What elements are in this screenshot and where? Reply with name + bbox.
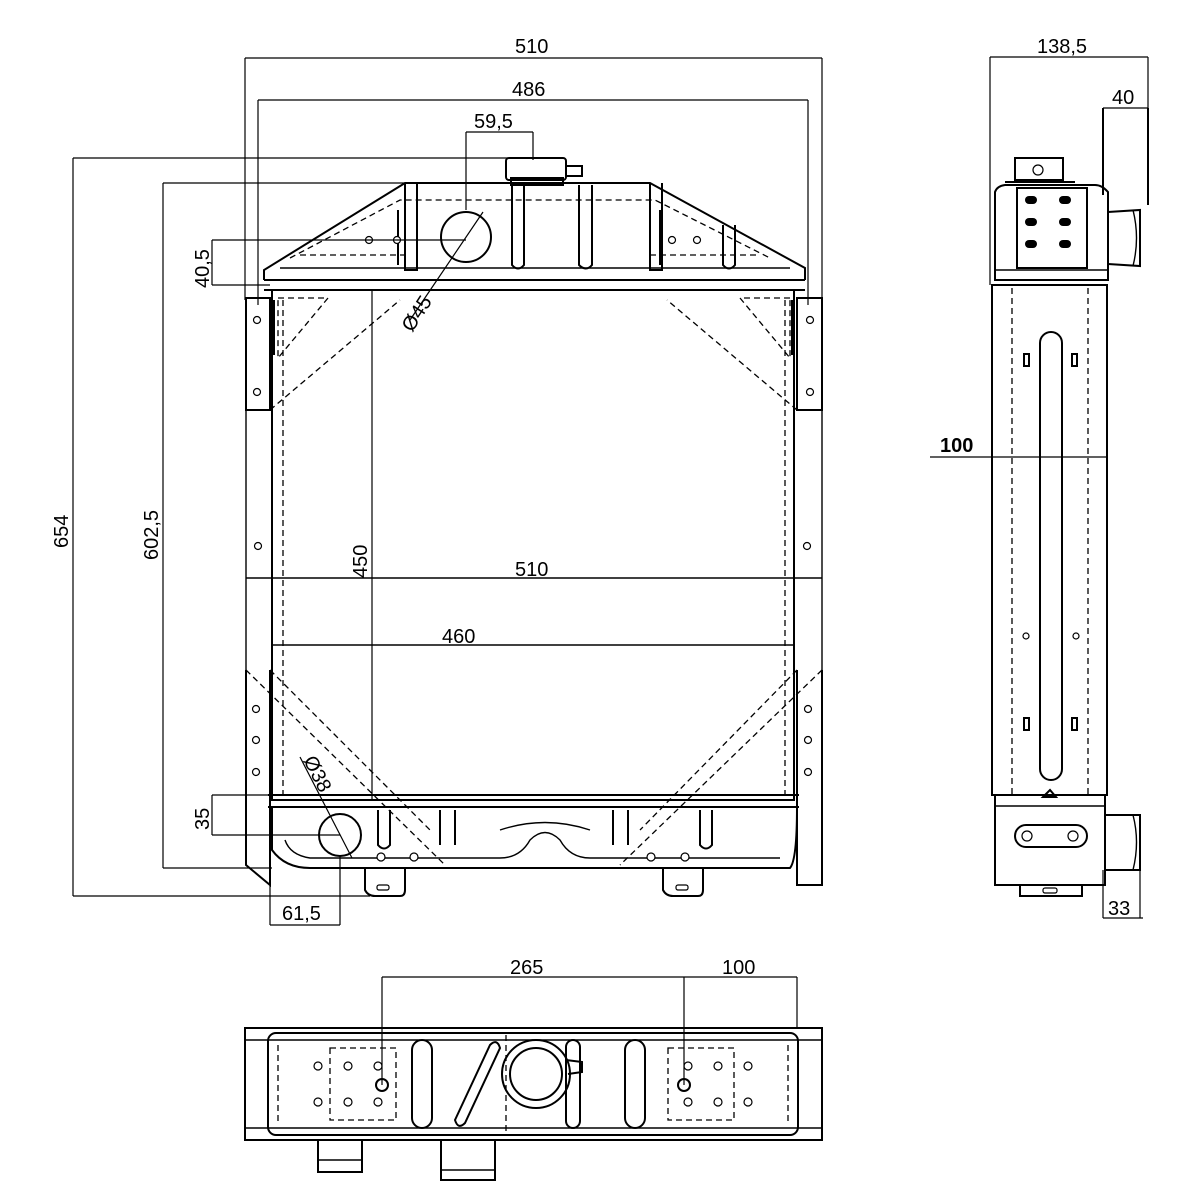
bottom-view xyxy=(244,1027,823,1181)
side-core xyxy=(991,284,1108,796)
bottom-upper-pipe xyxy=(440,1139,496,1181)
radiator-core xyxy=(271,289,795,801)
dim-side-pipe: 40 xyxy=(1112,87,1134,109)
bottom-filler-neck xyxy=(501,1039,571,1109)
dim-side-core-depth: 100 xyxy=(940,435,973,457)
bottom-view-outline xyxy=(244,1027,823,1141)
filler-cap xyxy=(505,157,567,181)
bottom-dimensions: 265 100 xyxy=(381,957,798,1085)
dim-inner-width: 486 xyxy=(512,79,545,101)
bottom-tank xyxy=(271,806,798,869)
side-dimensions: 138,5 40 100 33 xyxy=(930,36,1149,920)
front-view xyxy=(245,157,823,897)
side-bolt-holes xyxy=(251,315,815,777)
dim-side-lower-pipe: 33 xyxy=(1108,898,1130,920)
side-lower-pipe xyxy=(1105,814,1141,871)
upper-hose-pipe xyxy=(440,211,492,263)
dim-side-depth: 138,5 xyxy=(1037,36,1087,58)
dim-upper-pipe-dia: Ø45 xyxy=(398,292,437,336)
top-tank xyxy=(263,182,806,280)
side-top-tank xyxy=(994,184,1109,281)
front-dimensions: 510 486 59,5 654 602,5 40,5 Ø45 450 510 xyxy=(51,36,823,926)
bottom-bolt-holes xyxy=(313,1061,753,1107)
side-upper-pipe xyxy=(1107,208,1141,268)
dim-cap-offset: 59,5 xyxy=(474,111,513,133)
dim-core-inner-width: 460 xyxy=(442,626,475,648)
dim-core-height: 450 xyxy=(350,545,372,578)
dim-frame-height: 602,5 xyxy=(141,510,163,560)
dim-upper-pipe-offset: 40,5 xyxy=(192,249,214,288)
dim-lower-pipe-offset: 35 xyxy=(192,808,214,830)
side-view xyxy=(991,108,1149,897)
side-bottom-tank xyxy=(994,794,1106,886)
dim-mount-right: 100 xyxy=(722,957,755,979)
dim-overall-height: 654 xyxy=(51,515,73,548)
dim-lower-pipe-dia: Ø38 xyxy=(299,752,336,796)
dim-core-width: 510 xyxy=(515,559,548,581)
bottom-lower-pipe xyxy=(317,1139,363,1173)
dim-mount-spacing: 265 xyxy=(510,957,543,979)
dim-lower-pipe-side: 61,5 xyxy=(282,903,321,925)
dim-overall-width: 510 xyxy=(515,36,548,58)
